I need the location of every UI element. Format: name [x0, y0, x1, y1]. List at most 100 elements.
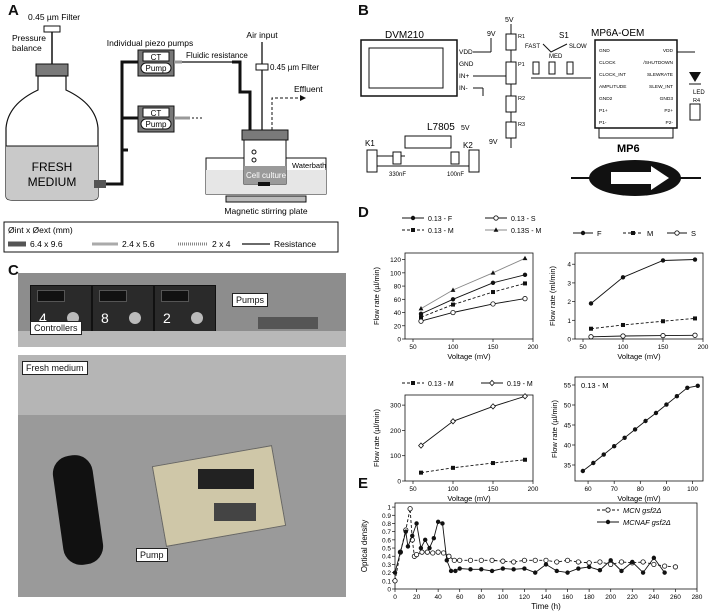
- D4-x-tick-label: 80: [637, 486, 645, 493]
- air-filter-icon: [255, 63, 269, 71]
- waterbath-label: Waterbath: [292, 161, 326, 170]
- E-series-2-point: [500, 566, 506, 571]
- E-series-2-point: [448, 568, 454, 574]
- resistor-r3: [505, 121, 517, 139]
- D2-series-3-point: [692, 332, 698, 338]
- D2-y-axis-label: Flow rate (ml/min): [548, 266, 557, 327]
- E-series-1-point: [554, 559, 560, 565]
- chip-left-pin-3: CLOCK_INT: [599, 72, 626, 78]
- E-series-2-point: [435, 519, 441, 525]
- E-series-2-point: [630, 559, 635, 565]
- controller-value-1: 4: [39, 310, 47, 326]
- culture-cap: [241, 129, 289, 141]
- legend-label-2: 2.4 x 5.6: [122, 239, 155, 249]
- l7805-chip: [404, 135, 452, 149]
- D2-y-tick-label: 2: [567, 299, 571, 306]
- E-series-2-point: [468, 567, 473, 572]
- D1-series-line-2: [420, 298, 526, 322]
- panel-letter-d: D: [358, 204, 369, 221]
- E-series-2-point: [565, 570, 570, 575]
- E-series-2-point: [511, 567, 516, 572]
- E-x-tick-label: 80: [478, 594, 486, 601]
- D1-series-3-point: [523, 281, 527, 286]
- D2-series-2-point: [621, 322, 625, 327]
- E-x-tick-label: 200: [605, 594, 616, 601]
- right-filter-label: 0.45 µm Filter: [270, 63, 319, 72]
- D4-series-1-point: [591, 460, 596, 466]
- E-y-tick-label: 0.2: [382, 570, 391, 577]
- D3-x-axis-label: Voltage (mV): [447, 494, 491, 503]
- l7805-label: L7805: [427, 122, 455, 133]
- E-series-1-point: [586, 560, 592, 566]
- E-series-2-point: [427, 545, 432, 551]
- E-series-2-point: [619, 568, 624, 574]
- D1-series-4-point: [450, 287, 456, 292]
- D2-series-1-point: [620, 275, 626, 280]
- individual-pumps-label: Individual piezo pumps: [107, 38, 193, 48]
- E-x-tick-label: 60: [456, 594, 464, 601]
- dvm-vdd: VDD: [459, 49, 473, 56]
- chip-left-pin-6: P1+: [599, 108, 608, 114]
- D2-legend-label-3: S: [691, 229, 696, 238]
- panel-letter-e: E: [358, 475, 369, 492]
- chip-right-pin-7: P2-: [666, 120, 674, 126]
- k2-connector: [468, 149, 480, 173]
- E-y-tick-label: 0.9: [382, 513, 391, 520]
- D1-series-4-point: [418, 305, 424, 311]
- pump2-pump-shape: [140, 118, 172, 130]
- legend-label-3: 2 x 4: [212, 239, 231, 249]
- E-series-2-point: [651, 555, 657, 561]
- E-series-1-point: [532, 557, 538, 563]
- panel-letter-a: A: [8, 2, 19, 19]
- E-series-1-point: [392, 578, 398, 584]
- D4-y-tick-label: 45: [564, 423, 572, 430]
- photo-controllers: 4 8 2 Pumps Controllers: [18, 273, 346, 347]
- D1-y-tick-label: 40: [394, 310, 402, 317]
- D1-series-line-3: [420, 282, 526, 318]
- air-input-label: Air input: [246, 30, 278, 40]
- D4-plot-frame: [574, 376, 704, 482]
- pumps-label: Pumps: [232, 293, 269, 307]
- v5-label-b: 5V: [461, 125, 470, 132]
- chip-right-pin-5: GND3: [660, 96, 674, 102]
- E-series-1-point: [672, 564, 679, 570]
- mp6-leads: [598, 128, 674, 139]
- D1-series-1-point: [522, 272, 528, 278]
- v9-label-b: 9V: [489, 139, 498, 146]
- led-icon: [689, 72, 701, 82]
- E-series-1-point: [467, 557, 474, 563]
- chip-left-pin-7: P1-: [599, 120, 607, 126]
- D1-y-tick-label: 120: [390, 257, 401, 264]
- D2-plot-frame: [574, 252, 704, 340]
- controller-display: [161, 290, 189, 302]
- effluent-line: [271, 97, 302, 140]
- stir-bar: [258, 182, 270, 186]
- D4-y-tick-label: 50: [564, 403, 572, 410]
- pump2-ct-label: CT: [151, 109, 162, 118]
- E-series-1-point: [424, 549, 430, 555]
- D3-series-2-point: [450, 418, 456, 425]
- medium-label: MEDIUM: [28, 175, 77, 189]
- D1-series-line-4: [420, 257, 526, 309]
- D1-y-tick-label: 80: [394, 284, 402, 291]
- E-series-2-point: [392, 570, 398, 575]
- D4-series-line-1: [582, 385, 698, 472]
- knob-icon[interactable]: [129, 312, 141, 324]
- chip: [214, 503, 256, 521]
- E-x-tick-label: 280: [692, 594, 703, 601]
- E-legend-label-2: MCNAF gsf2Δ: [623, 518, 671, 527]
- E-series-1-point: [543, 557, 549, 563]
- E-y-axis-label: Optical density: [360, 520, 369, 572]
- knob-icon[interactable]: [191, 312, 203, 324]
- tube-to-culture: [232, 60, 252, 146]
- r2-label: R2: [518, 96, 525, 102]
- D1-y-axis-label: Flow rate (µl/min): [372, 266, 381, 325]
- r1-label: R1: [518, 34, 525, 40]
- D3-x-tick-label: 150: [488, 486, 499, 493]
- pcb-board: [151, 445, 287, 547]
- D1-series-1-point: [450, 297, 456, 302]
- E-series-1-point: [662, 563, 668, 569]
- D3-y-tick-label: 300: [390, 403, 401, 410]
- D1-series-2-point: [418, 318, 424, 324]
